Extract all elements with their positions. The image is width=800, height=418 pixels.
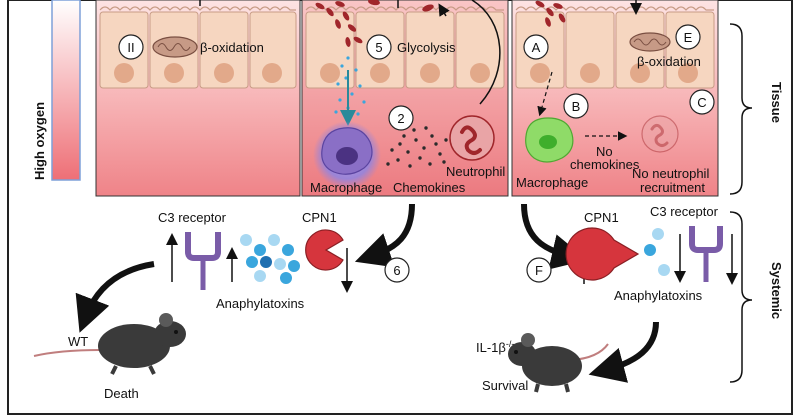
faded-neutrophil-icon [641, 115, 679, 153]
svg-text:B: B [572, 99, 581, 114]
outcome-arrow-left [75, 261, 155, 333]
right-beta-oxidation-label: β-oxidation [637, 54, 701, 69]
step-badge-E: E [675, 24, 701, 50]
right-tissue-panel: A E β-oxidation B C No chemokines [511, 0, 719, 197]
to-systemic-arrow-left [354, 203, 415, 268]
middle-macrophage-label: Macrophage [310, 180, 382, 195]
chemokines-dots [386, 126, 448, 168]
nucleus [678, 63, 698, 83]
left-tissue-panel: II β-oxidation [95, 0, 301, 197]
right-epithelium [515, 6, 715, 89]
mitochondrion-icon [629, 32, 671, 52]
anaphylatoxin-particles [240, 234, 300, 284]
left-cpn1-label: CPN1 [302, 210, 337, 225]
left-c3-receptor-label: C3 receptor [158, 210, 227, 225]
bacteria-cluster-icon [535, 0, 566, 27]
step-badge-6: 6 [384, 257, 410, 283]
step-badge-II: II [118, 34, 144, 60]
c3-receptor-icon [185, 232, 221, 290]
svg-text:E: E [684, 30, 693, 45]
systemic-label: Systemic [769, 262, 784, 319]
tissue-label: Tissue [769, 82, 784, 123]
top-arrow [438, 3, 450, 17]
outcome-arrow-right [588, 321, 659, 383]
macrophage-icon [313, 121, 381, 189]
cpn1-enzyme-icon [565, 227, 640, 281]
nucleus [214, 63, 234, 83]
wt-mouse-label: WT [68, 334, 88, 349]
nucleus [580, 63, 600, 83]
epithelial-cell [405, 11, 455, 89]
nucleus [320, 63, 340, 83]
epithelial-cell [565, 11, 615, 89]
step-badge-F: F [526, 257, 552, 283]
nucleus [164, 63, 184, 83]
il1b-knockout-mouse-icon [508, 333, 609, 393]
svg-text:6: 6 [393, 263, 400, 278]
c3-receptor-icon [689, 226, 723, 282]
il1b-mouse-label: IL-1β-/- [476, 339, 514, 355]
left-epithelium [99, 0, 297, 89]
neutrophil-label: Neutrophil [446, 164, 505, 179]
step-badge-B: B [563, 93, 589, 119]
outer-frame [7, 0, 793, 415]
secretion-dots [334, 56, 366, 116]
no-chemokines-label-1: No [596, 144, 613, 159]
middle-epithelium [305, 6, 505, 89]
right-cpn1-label: CPN1 [584, 210, 619, 225]
svg-text:5: 5 [375, 40, 382, 55]
to-systemic-arrow-right [521, 203, 588, 270]
oxygen-gradient-legend: High oxygen [32, 0, 81, 181]
oxygen-gradient-bar [51, 0, 81, 181]
curved-arrow [471, 0, 501, 105]
epithelial-cell [249, 11, 297, 89]
cpn1-enzyme-icon [305, 229, 344, 271]
right-macrophage-label: Macrophage [516, 175, 588, 190]
step-badge-5: 5 [366, 34, 392, 60]
oxygen-label: High oxygen [32, 102, 47, 180]
svg-text:2: 2 [397, 111, 404, 126]
survival-label: Survival [482, 378, 528, 393]
chemokines-label: Chemokines [393, 180, 466, 195]
systemic-bracket: Systemic [729, 211, 784, 383]
middle-tissue-panel: 5 Glycolysis 2 Macrophage Chemoki [301, 0, 509, 197]
nucleus [420, 63, 440, 83]
right-anaphylatoxins-label: Anaphylatoxins [614, 288, 703, 303]
epithelial-cell [455, 11, 505, 89]
svg-text:F: F [535, 263, 543, 278]
neutrophil-icon [449, 115, 495, 161]
dashed-activation-arrow [537, 71, 553, 117]
step-badge-C: C [689, 89, 715, 115]
no-recruitment-label-2: recruitment [640, 180, 705, 195]
left-beta-oxidation-label: β-oxidation [200, 40, 264, 55]
svg-text:C: C [697, 95, 706, 110]
nucleus [114, 63, 134, 83]
nucleus [530, 63, 550, 83]
nucleus [262, 63, 282, 83]
nucleus [630, 63, 650, 83]
systemic-left: C3 receptor CPN1 Anaphylatoxins WT [33, 210, 353, 401]
glycolysis-label: Glycolysis [397, 40, 456, 55]
wt-mouse-icon [33, 313, 186, 375]
tissue-bracket: Tissue [729, 23, 784, 195]
mitochondrion-icon [152, 36, 198, 58]
inactive-macrophage-icon [525, 117, 574, 163]
step-badge-2: 2 [388, 105, 414, 131]
bacteria-cluster-icon [315, 0, 434, 47]
svg-text:II: II [127, 40, 134, 55]
nucleus [470, 63, 490, 83]
right-c3-receptor-label: C3 receptor [650, 204, 719, 219]
svg-text:A: A [532, 40, 541, 55]
left-anaphylatoxins-label: Anaphylatoxins [216, 296, 305, 311]
epithelial-cell [199, 11, 249, 89]
no-chemokines-label-2: chemokines [570, 157, 640, 172]
step-badge-A: A [523, 34, 549, 60]
no-recruitment-label-1: No neutrophil [632, 166, 709, 181]
death-label: Death [104, 386, 139, 401]
systemic-right: CPN1 C3 receptor Anaphylatoxins IL-1β-/- [476, 204, 738, 393]
nucleus [370, 63, 390, 83]
anaphylatoxin-particles [644, 228, 670, 276]
